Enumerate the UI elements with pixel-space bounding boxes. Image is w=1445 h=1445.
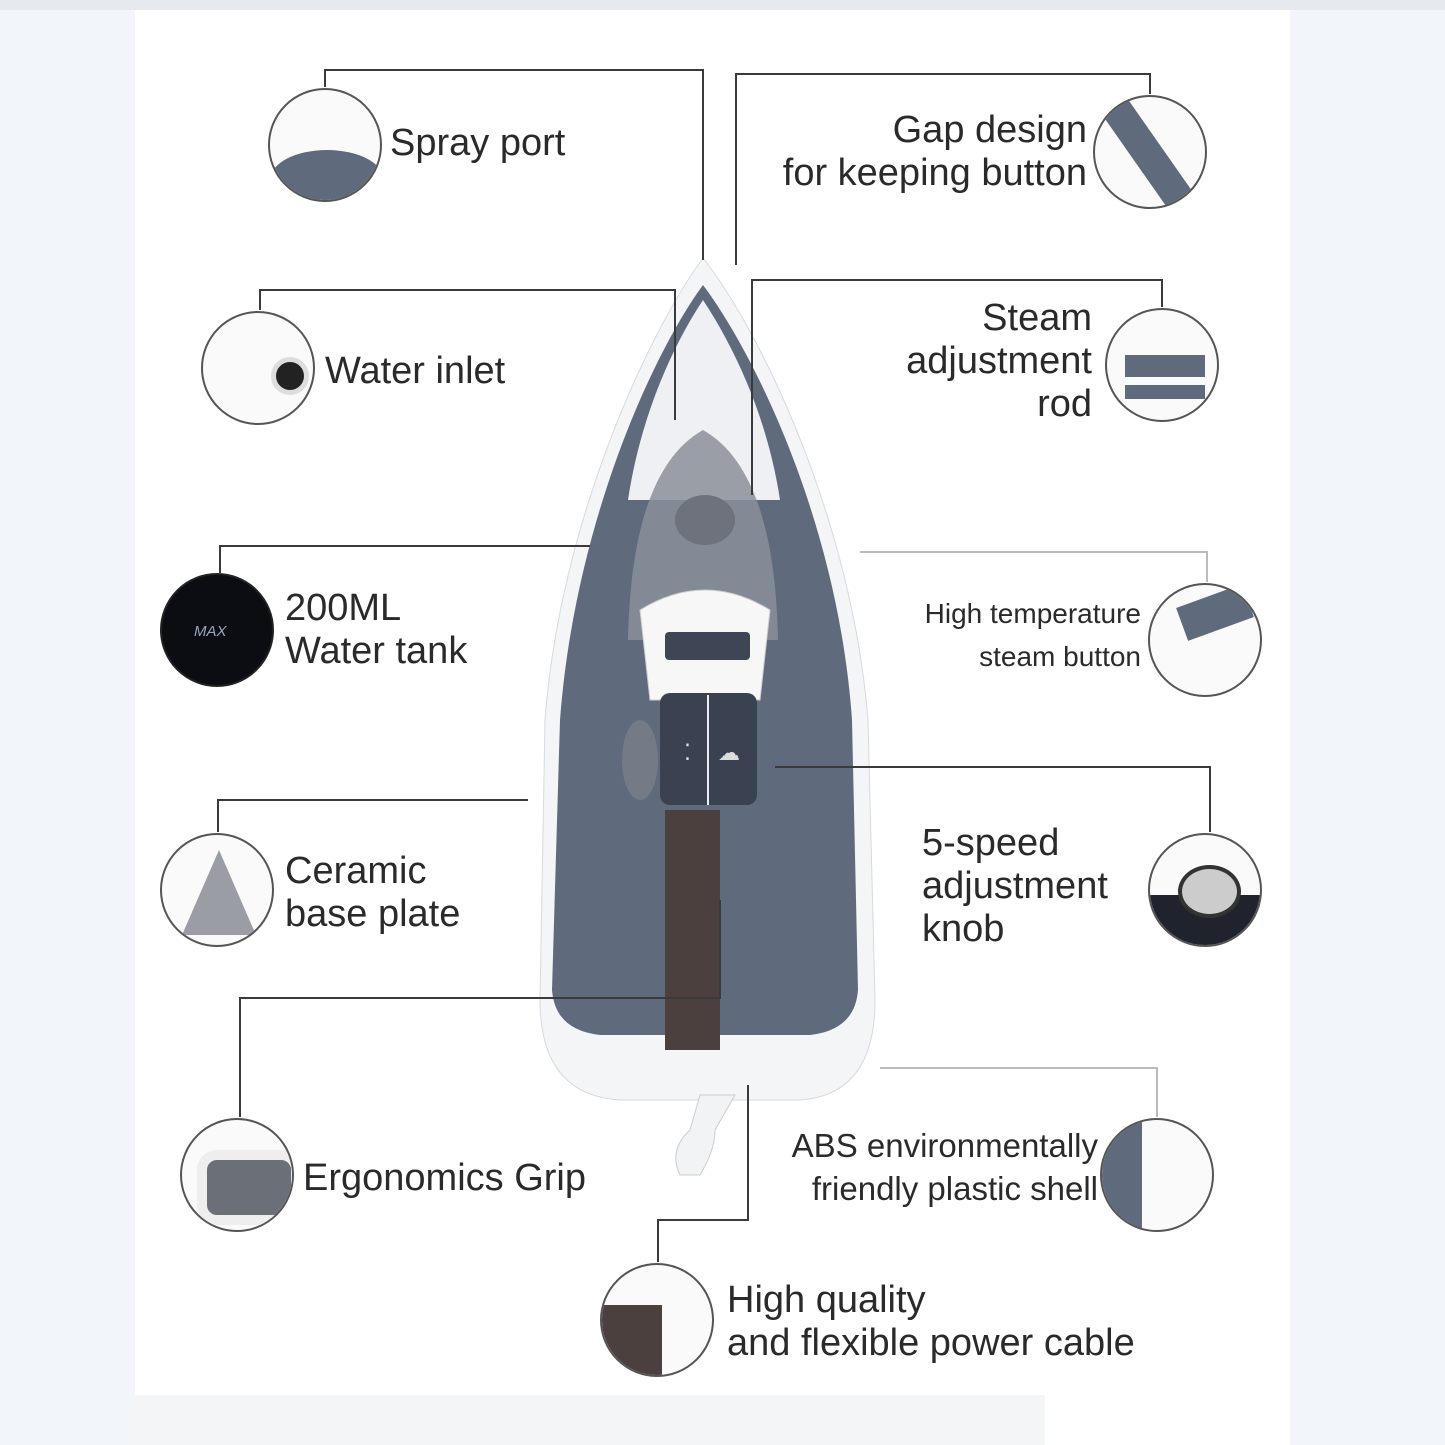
leader-steam-rod bbox=[751, 279, 1163, 495]
label-line: High temperature bbox=[924, 598, 1141, 629]
label-line: ABS environmentally bbox=[791, 1127, 1098, 1164]
power-cable bbox=[675, 1094, 736, 1176]
handle-top-dark bbox=[665, 632, 750, 660]
tank-cap bbox=[675, 495, 735, 545]
water-inlet-thumbnail bbox=[201, 311, 315, 425]
label-line: Gap design bbox=[892, 109, 1087, 151]
speed-knob-thumbnail bbox=[1148, 833, 1262, 947]
leader-grip bbox=[239, 900, 721, 1117]
shell-thumbnail bbox=[1100, 1118, 1214, 1232]
label-spray-port: Spray port bbox=[390, 122, 565, 165]
cable-thumbnail bbox=[600, 1263, 714, 1377]
label-line: friendly plastic shell bbox=[811, 1170, 1098, 1207]
label-line: adjustment bbox=[922, 865, 1108, 907]
leader-cable bbox=[657, 1085, 749, 1262]
base-plate-thumbnail bbox=[160, 833, 274, 947]
spray-icon: ⁚ bbox=[684, 741, 691, 766]
high-temp-button-thumbnail bbox=[1148, 583, 1262, 697]
leader-speed-knob bbox=[775, 766, 1211, 832]
handle bbox=[665, 810, 720, 1050]
label-line: and flexible power cable bbox=[727, 1322, 1135, 1364]
label-line: High quality bbox=[727, 1279, 926, 1321]
max-badge: MAX bbox=[194, 623, 227, 640]
label-line: 200ML bbox=[285, 587, 402, 629]
iron-top-white bbox=[628, 300, 780, 500]
spray-port-thumbnail bbox=[268, 88, 382, 202]
label-line: Spray port bbox=[390, 122, 566, 164]
label-high-temp-button: High temperature steam button bbox=[925, 592, 1141, 678]
top-bar bbox=[0, 0, 1445, 10]
gap-design-thumbnail bbox=[1093, 95, 1207, 209]
label-line: base plate bbox=[285, 893, 461, 935]
steam-rod-thumbnail bbox=[1105, 308, 1219, 422]
label-line: Ergonomics Grip bbox=[303, 1157, 586, 1199]
label-shell: ABS environmentally friendly plastic shel… bbox=[792, 1124, 1098, 1210]
label-water-inlet: Water inlet bbox=[325, 350, 505, 393]
leader-shell bbox=[880, 1067, 1158, 1117]
label-line: steam button bbox=[979, 641, 1141, 672]
grip-thumbnail bbox=[180, 1118, 294, 1232]
label-line: 5-speed bbox=[922, 822, 1060, 864]
label-line: Water tank bbox=[285, 630, 468, 672]
label-line: for keeping button bbox=[782, 152, 1087, 194]
label-line: adjustment bbox=[906, 340, 1092, 382]
leader-base-plate bbox=[217, 799, 528, 832]
label-line: knob bbox=[922, 908, 1005, 950]
label-grip: Ergonomics Grip bbox=[303, 1157, 586, 1200]
leader-water-tank bbox=[219, 545, 590, 573]
leader-water-inlet bbox=[259, 289, 676, 420]
label-line: Ceramic bbox=[285, 850, 427, 892]
leader-high-temp bbox=[860, 551, 1208, 582]
bottom-strip bbox=[135, 1395, 1045, 1445]
label-line: Steam bbox=[982, 297, 1092, 339]
steam-burst-icon: ☁ bbox=[718, 741, 740, 766]
label-line: Water inlet bbox=[325, 350, 506, 392]
speed-knob bbox=[622, 720, 658, 800]
leader-gap-design bbox=[735, 73, 1151, 265]
leader-spray-port bbox=[324, 69, 704, 260]
water-tank-thumbnail: MAX bbox=[160, 573, 274, 687]
label-line: rod bbox=[1037, 383, 1092, 425]
